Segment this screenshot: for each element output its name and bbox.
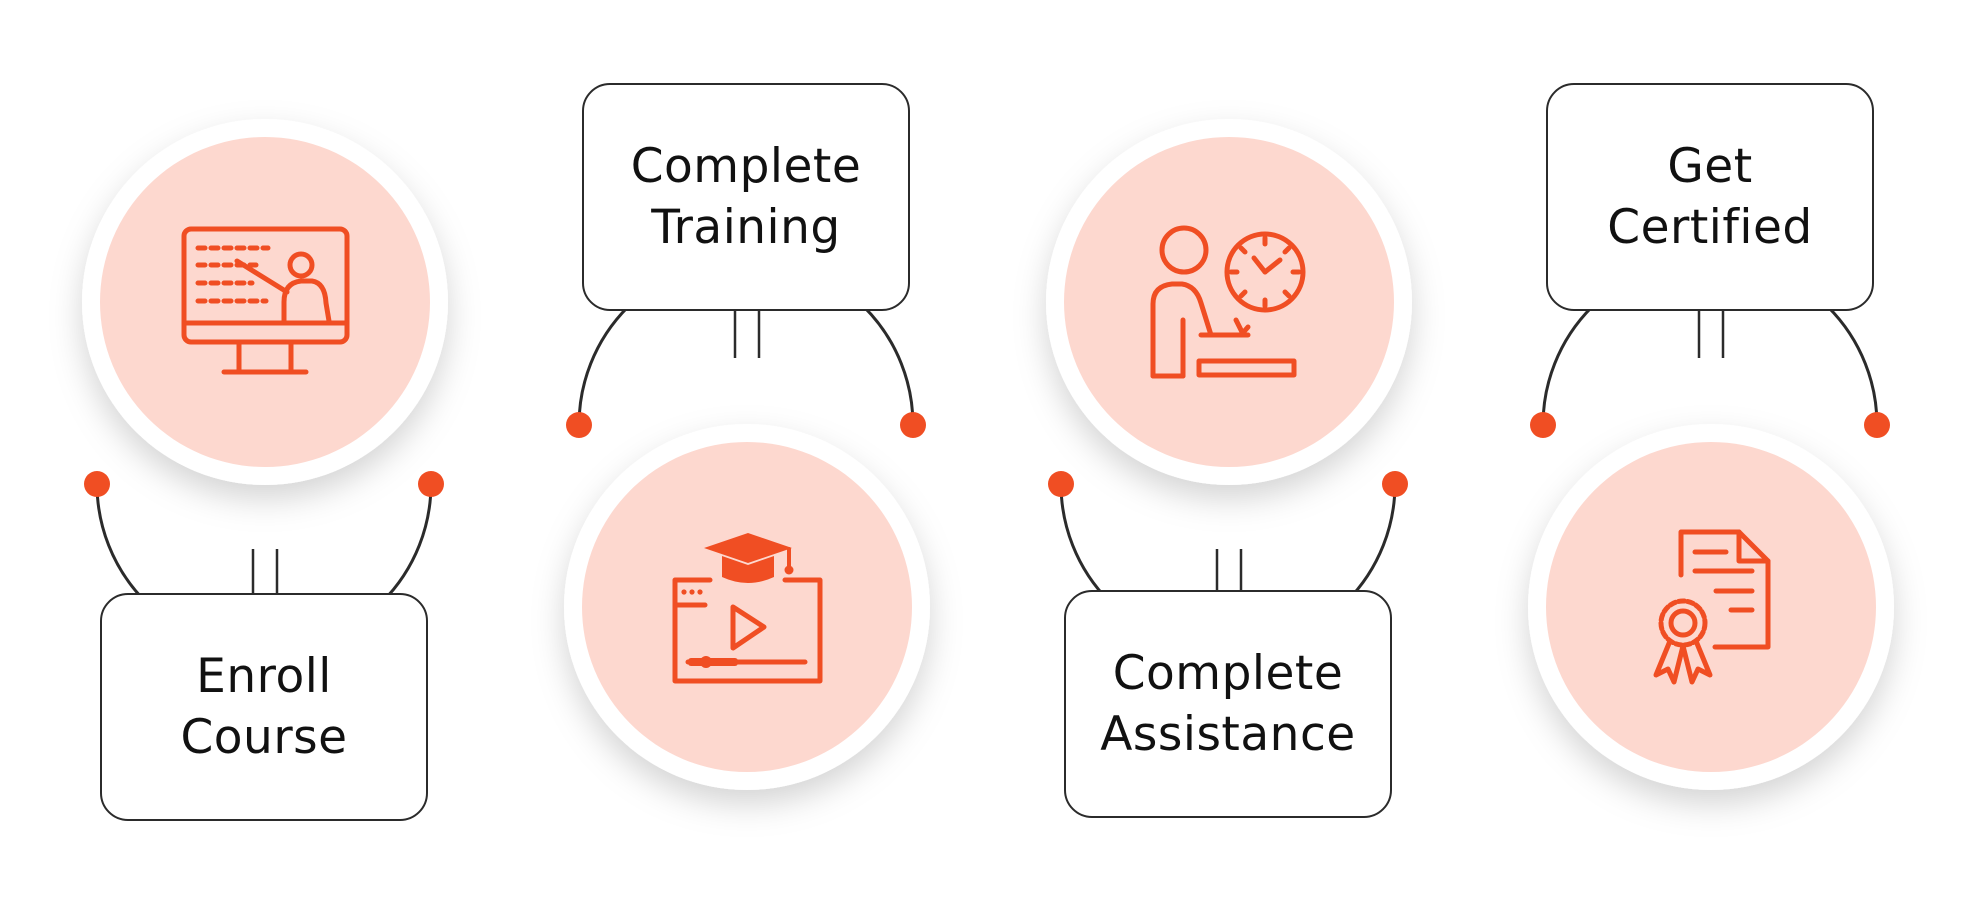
step-3-label-line2: Assistance	[1100, 707, 1356, 762]
step-4-badge	[1528, 424, 1894, 790]
step-2-label-line1: Complete	[630, 139, 862, 194]
arc-end-dot	[418, 471, 444, 497]
connector-stem	[1697, 311, 1725, 358]
step-3-label-line1: Complete	[1112, 646, 1344, 701]
step-4-label-box: Get Certified	[1546, 83, 1874, 311]
study-time-clock-icon	[1150, 225, 1306, 379]
step-3	[1046, 119, 1412, 653]
step-3-badge	[1046, 119, 1412, 485]
step-4	[1528, 256, 1894, 790]
arc-end-dot	[1530, 412, 1556, 438]
step-3-label-box: Complete Assistance	[1064, 590, 1392, 818]
arc-end-dot	[1382, 471, 1408, 497]
badge-fill	[582, 442, 912, 772]
connector-stem	[733, 311, 761, 358]
certificate-ribbon-icon	[1653, 529, 1771, 685]
badge-fill	[1064, 137, 1394, 467]
step-1-label-line2: Course	[180, 710, 348, 765]
arc-end-dot	[900, 412, 926, 438]
step-3-label: Complete Assistance	[1100, 643, 1355, 765]
connector-stem	[251, 549, 279, 593]
step-4-label: Get Certified	[1607, 136, 1812, 258]
step-1-label-box: Enroll Course	[100, 593, 428, 821]
arc-end-dot	[1864, 412, 1890, 438]
arc-end-dot	[1048, 471, 1074, 497]
step-2-label-line2: Training	[651, 200, 841, 255]
online-class-monitor-icon	[181, 226, 350, 375]
step-2-badge	[564, 424, 930, 790]
arc-end-dot	[566, 412, 592, 438]
arc-end-dot	[84, 471, 110, 497]
step-1-label-line1: Enroll	[196, 649, 332, 704]
step-1-label: Enroll Course	[180, 646, 347, 768]
step-4-label-line1: Get	[1667, 139, 1753, 194]
video-course-graduation-cap-icon	[672, 533, 823, 684]
step-2	[564, 256, 930, 790]
step-2-label-box: Complete Training	[582, 83, 910, 311]
connector-stem	[1215, 549, 1243, 590]
step-1	[82, 119, 448, 653]
step-2-label: Complete Training	[631, 136, 862, 258]
step-4-label-line2: Certified	[1607, 200, 1813, 255]
badge-fill	[1546, 442, 1876, 772]
